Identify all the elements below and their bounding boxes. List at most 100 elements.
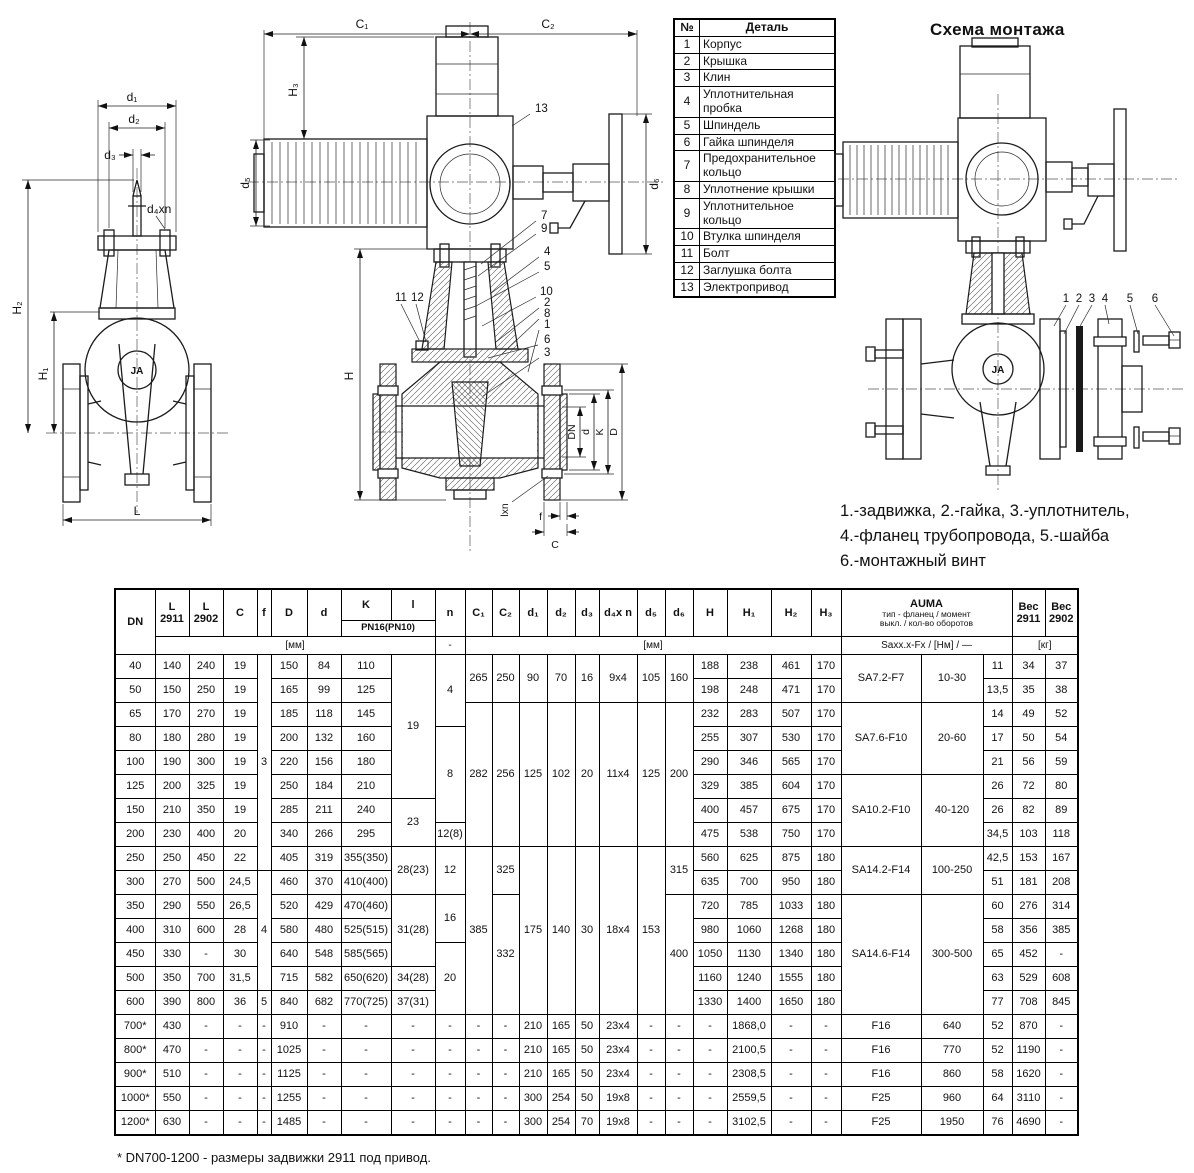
table-cell: 20 [574, 702, 600, 847]
svg-text:1: 1 [1063, 293, 1069, 305]
table-cell: 635 [692, 870, 728, 895]
table-cell: F16 [840, 1014, 922, 1039]
table-cell: 370 [306, 870, 342, 895]
table-cell: - [340, 1086, 392, 1111]
table-cell: - [692, 1062, 728, 1087]
table-cell: 355(350) [340, 846, 392, 871]
table-cell: 750 [770, 822, 812, 847]
table-cell: - [770, 1086, 812, 1111]
table-cell: 188 [692, 654, 728, 679]
col-auma-group: AUMA тип - фланец / момент выкл. / кол-в… [840, 588, 1013, 637]
col-K: K [340, 588, 392, 621]
svg-text:d₆: d₆ [647, 178, 661, 190]
table-cell: - [770, 1014, 812, 1039]
table-cell: 99 [306, 678, 342, 703]
table-cell: 1950 [920, 1110, 984, 1136]
table-cell: 285 [270, 798, 308, 823]
svg-text:5: 5 [544, 261, 550, 273]
dim-H: H [342, 248, 446, 501]
table-cell: 1190 [1011, 1038, 1046, 1063]
table-cell: - [340, 1110, 392, 1136]
table-cell: 37 [1044, 654, 1079, 679]
units-mm-right: [мм] [464, 636, 842, 655]
col-d: d [306, 588, 342, 637]
col-f: f [256, 588, 272, 637]
dim-D: D [560, 363, 628, 501]
table-cell: 630 [154, 1110, 190, 1136]
table-cell: 200 [664, 702, 694, 847]
table-cell: 265 [464, 654, 493, 703]
table-cell: 70 [546, 654, 576, 703]
col-d1: d₁ [518, 588, 548, 637]
table-cell: - [636, 1038, 666, 1063]
table-cell: 470 [154, 1038, 190, 1063]
table-cell: 400 [114, 918, 156, 943]
pn-subheader: PN16(PN10) [340, 620, 436, 637]
table-cell: 16 [574, 654, 600, 703]
part-number: 3 [673, 69, 700, 88]
table-cell: 10-30 [920, 654, 984, 703]
dim-d3: d₃ [104, 148, 155, 192]
part-number: 7 [673, 150, 700, 182]
table-cell: 19 [222, 798, 258, 823]
table-cell: 89 [1044, 798, 1079, 823]
table-cell: 900* [114, 1062, 156, 1087]
table-cell: 180 [810, 870, 842, 895]
table-cell: 21 [982, 750, 1013, 775]
table-cell: 240 [340, 798, 392, 823]
table-cell: 160 [664, 654, 694, 703]
units-auma: Saxx.x-Fx / [Нм] / — [840, 636, 1013, 655]
table-cell: 1868,0 [726, 1014, 772, 1039]
table-cell: 198 [692, 678, 728, 703]
table-cell: 1650 [770, 990, 812, 1015]
table-cell: 385 [1044, 918, 1079, 943]
table-cell: 34 [1011, 654, 1046, 679]
table-cell: - [256, 1110, 272, 1136]
electric-actuator [253, 25, 623, 255]
table-cell: 80 [1044, 774, 1079, 799]
table-cell: 165 [546, 1014, 576, 1039]
table-cell: 220 [270, 750, 308, 775]
table-cell: 35 [1011, 678, 1046, 703]
table-cell: 604 [770, 774, 812, 799]
table-cell: 720 [692, 894, 728, 919]
table-cell: - [464, 1038, 493, 1063]
table-cell: 240 [188, 654, 224, 679]
table-cell: 17 [982, 726, 1013, 751]
table-cell: 1620 [1011, 1062, 1046, 1087]
table-cell: 500 [188, 870, 224, 895]
table-cell: 23x4 [598, 1014, 638, 1039]
valve-section [372, 243, 568, 501]
part-name: Втулка шпинделя [699, 228, 836, 247]
table-cell: 232 [692, 702, 728, 727]
table-cell: 50 [1011, 726, 1046, 751]
table-cell: 50 [574, 1062, 600, 1087]
col-d4xn: d₄x n [598, 588, 638, 637]
table-cell: - [491, 1038, 520, 1063]
table-cell: - [692, 1014, 728, 1039]
table-cell: - [340, 1038, 392, 1063]
svg-text:f: f [539, 511, 542, 523]
footnote: * DN700-1200 - размеры задвижки 2911 под… [117, 1150, 431, 1165]
table-cell: - [188, 942, 224, 967]
table-cell: - [256, 1062, 272, 1087]
table-cell: 200 [114, 822, 156, 847]
table-cell: 350 [188, 798, 224, 823]
table-cell: 19 [222, 774, 258, 799]
table-cell: 22 [222, 846, 258, 871]
table-cell: - [434, 1038, 466, 1063]
table-cell: - [306, 1062, 342, 1087]
table-cell: - [306, 1086, 342, 1111]
table-cell: 475 [692, 822, 728, 847]
table-cell: 530 [770, 726, 812, 751]
table-cell: - [306, 1038, 342, 1063]
table-cell: 550 [188, 894, 224, 919]
col-d3: d₃ [574, 588, 600, 637]
